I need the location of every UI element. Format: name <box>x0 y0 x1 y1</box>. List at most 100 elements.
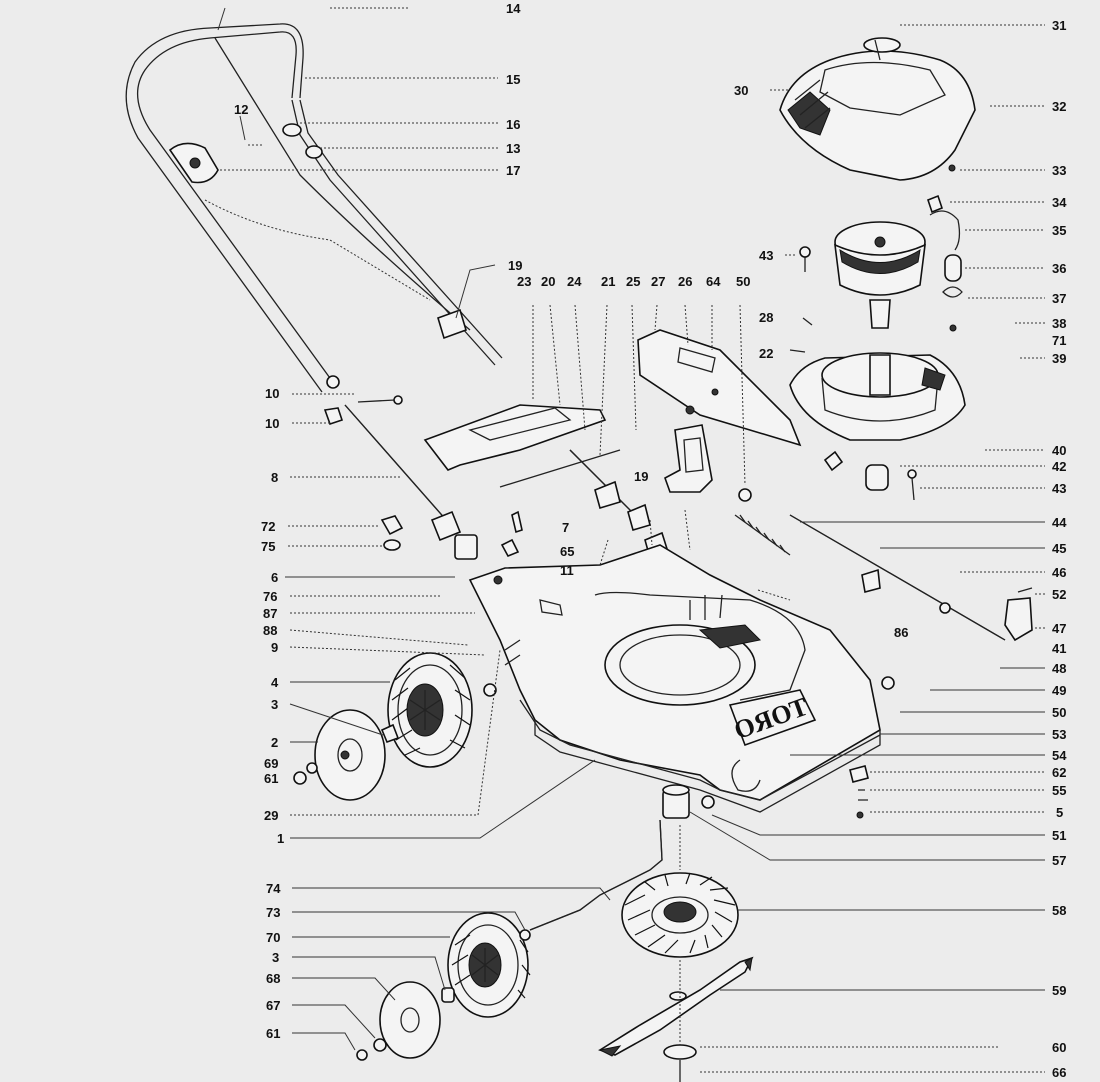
callout-30: 30 <box>734 83 748 98</box>
callout-86: 86 <box>894 625 908 640</box>
washer-60 <box>663 1044 697 1060</box>
callout-61-b: 61 <box>266 1026 280 1041</box>
callout-11: 11 <box>560 563 574 578</box>
callout-1: 1 <box>277 831 284 846</box>
cover-32 <box>779 50 976 181</box>
callout-41: 41 <box>1052 641 1066 656</box>
callout-25: 25 <box>626 274 640 289</box>
callout-55: 55 <box>1052 783 1066 798</box>
callout-48: 48 <box>1052 661 1066 676</box>
callout-62: 62 <box>1052 765 1066 780</box>
callout-36: 36 <box>1052 261 1066 276</box>
callout-71: 71 <box>1052 333 1066 348</box>
hubcap-68 <box>379 981 441 1059</box>
callout-51: 51 <box>1052 828 1066 843</box>
callout-53: 53 <box>1052 727 1066 742</box>
callout-10-a: 10 <box>265 386 279 401</box>
motor-unit <box>789 194 963 353</box>
callout-19-mid: 19 <box>634 469 648 484</box>
callout-61-a: 61 <box>264 771 278 786</box>
callout-76: 76 <box>263 589 277 604</box>
callout-69: 69 <box>264 756 278 771</box>
baffle-plate <box>637 329 802 502</box>
callout-72: 72 <box>261 519 275 534</box>
callout-46: 46 <box>1052 565 1066 580</box>
callout-39: 39 <box>1052 351 1066 366</box>
callout-3-b: 3 <box>272 950 279 965</box>
callout-12: 12 <box>234 102 248 117</box>
callout-22: 22 <box>759 346 773 361</box>
blade-59 <box>598 956 754 1056</box>
callout-70: 70 <box>266 930 280 945</box>
callout-15: 15 <box>506 72 520 87</box>
callout-8: 8 <box>271 470 278 485</box>
callout-50-top: 50 <box>736 274 750 289</box>
hubcap-2 <box>314 709 386 801</box>
rear-wheel-assembly <box>293 652 473 801</box>
callout-45: 45 <box>1052 541 1066 556</box>
callout-10-b: 10 <box>265 416 279 431</box>
leader-lines <box>217 7 1045 1073</box>
callout-6: 6 <box>271 570 278 585</box>
callout-17: 17 <box>506 163 520 178</box>
callout-35: 35 <box>1052 223 1066 238</box>
mower-deck: TORO <box>468 510 881 819</box>
callout-23: 23 <box>517 274 531 289</box>
callout-29: 29 <box>264 808 278 823</box>
knob-6 <box>454 534 478 560</box>
callout-27: 27 <box>651 274 665 289</box>
callout-13: 13 <box>506 141 520 156</box>
callout-58: 58 <box>1052 903 1066 918</box>
height-adjust-assembly <box>684 509 1033 690</box>
callout-14: 14 <box>506 1 521 16</box>
callout-64: 64 <box>706 274 721 289</box>
handle-assembly <box>125 23 503 560</box>
callout-2: 2 <box>271 735 278 750</box>
callout-88: 88 <box>263 623 277 638</box>
callout-49: 49 <box>1052 683 1066 698</box>
front-wheel-assembly <box>356 819 663 1061</box>
callout-3-a: 3 <box>271 697 278 712</box>
callout-87: 87 <box>263 606 277 621</box>
baffle-26 <box>637 329 802 447</box>
callout-50: 50 <box>1052 705 1066 720</box>
callout-31: 31 <box>1052 18 1066 33</box>
callout-5: 5 <box>1056 805 1063 820</box>
callout-16: 16 <box>506 117 520 132</box>
callout-60: 60 <box>1052 1040 1066 1055</box>
callout-75: 75 <box>261 539 275 554</box>
callout-7: 7 <box>562 520 569 535</box>
callout-32: 32 <box>1052 99 1066 114</box>
rear-flap <box>423 404 607 471</box>
callout-34: 34 <box>1052 195 1067 210</box>
callout-37: 37 <box>1052 291 1066 306</box>
callout-26: 26 <box>678 274 692 289</box>
callout-54: 54 <box>1052 748 1067 763</box>
callout-52: 52 <box>1052 587 1066 602</box>
callout-47: 47 <box>1052 621 1066 636</box>
callout-labels: 14 15 16 13 17 12 19 23 20 24 21 25 27 2… <box>234 1 1067 1080</box>
bracket-19 <box>664 424 713 493</box>
callout-21: 21 <box>601 274 615 289</box>
callout-65: 65 <box>560 544 574 559</box>
callout-40: 40 <box>1052 443 1066 458</box>
callout-33: 33 <box>1052 163 1066 178</box>
callout-59: 59 <box>1052 983 1066 998</box>
callout-74: 74 <box>266 881 281 896</box>
callout-57: 57 <box>1052 853 1066 868</box>
callout-44: 44 <box>1052 515 1067 530</box>
callout-68: 68 <box>266 971 280 986</box>
blade-assembly <box>598 784 754 1082</box>
callout-28: 28 <box>759 310 773 325</box>
callout-43: 43 <box>1052 481 1066 496</box>
callout-42: 42 <box>1052 459 1066 474</box>
callout-19-top: 19 <box>508 258 522 273</box>
callout-4: 4 <box>271 675 279 690</box>
clip-19 <box>437 308 467 340</box>
callout-20: 20 <box>541 274 555 289</box>
callout-66: 66 <box>1052 1065 1066 1080</box>
logo-plate <box>728 689 817 747</box>
callout-43-top: 43 <box>759 248 773 263</box>
